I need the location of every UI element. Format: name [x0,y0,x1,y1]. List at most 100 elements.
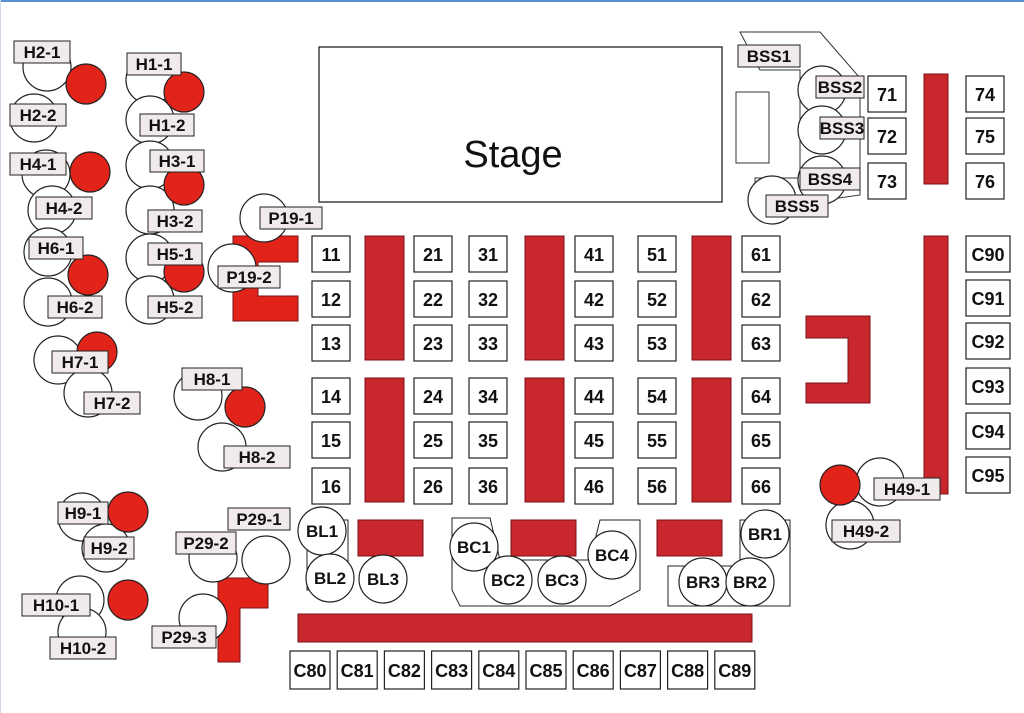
seat-bc-0-circle [449,522,499,572]
table-col4-4-label: 45 [584,431,604,451]
table-col1-2-label: 13 [321,334,341,354]
table-col2-2-label: 23 [423,334,443,354]
seat-br-2-label: BR2 [733,573,767,592]
table-col3-3-box [468,377,508,415]
right-tag-0-label: BSS1 [747,47,791,66]
table-col2-2-box [413,324,453,362]
left-tag-9-box [147,209,203,233]
right-tag-5-box [873,477,941,501]
right-tag-1-label: BSS2 [818,78,862,97]
table-col4-0-box [574,235,614,273]
red-c-shape-right [805,315,871,404]
table-right-top-1-box [867,117,907,155]
left-tag-21-box [217,265,281,289]
left-tag-8-label: H3-1 [159,152,196,171]
left-tag-19-label: H10-2 [60,639,106,658]
red-bar-right-long [923,235,949,495]
stage [318,46,723,203]
red-block-bottom-0 [357,519,424,557]
seat-bc-3-label: BC4 [595,546,630,565]
table-col6-0-label: 61 [751,245,771,265]
table-col2-5-label: 26 [423,477,443,497]
table-c8-9-box [714,650,756,690]
table-right-top-4-box [965,117,1005,155]
table-c8-5-label: C85 [529,661,562,681]
seat-bc-1-label: BC2 [491,571,525,590]
seat-bl-1-circle [305,553,355,603]
table-c9-2-label: C92 [971,332,1004,352]
red-bar-bottom-0 [364,377,405,503]
left-tag-12-box [51,350,109,374]
table-col6-1-label: 62 [751,290,771,310]
table-col2-3-label: 24 [423,387,443,407]
table-c8-1-label: C81 [341,661,374,681]
left-tag-7-box [139,113,195,137]
table-col5-3-label: 54 [647,387,667,407]
seat-bc-1-circle [483,555,533,605]
seat-bl-2-circle [358,554,408,604]
table-col1-5-box [311,467,351,505]
table-col6-5-box [741,467,781,505]
table-right-top-3-box [965,75,1005,113]
left-tag-0-label: H2-1 [24,43,61,62]
red-bar-bottom-2 [691,377,732,503]
table-col1-3-box [311,377,351,415]
table-col5-5-label: 56 [647,477,667,497]
top-border [0,0,1024,2]
table-col3-5-label: 36 [478,477,498,497]
left-tag-13-box [83,391,141,415]
left-tag-22-box [227,507,291,531]
table-c8-2-label: C82 [388,661,421,681]
table-c9-3-label: C93 [971,377,1004,397]
table-col2-3-box [413,377,453,415]
right-tag-2-box [819,116,865,140]
left-tag-5-label: H6-2 [57,298,94,317]
table-c8-4-label: C84 [482,661,515,681]
table-col4-5-label: 46 [584,477,604,497]
table-col4-3-box [574,377,614,415]
table-col3-0-label: 31 [478,245,498,265]
seat-br-0-circle [740,509,790,559]
right-tag-2-label: BSS3 [820,119,864,138]
table-c8-3-label: C83 [435,661,468,681]
left-tag-11-box [147,295,203,319]
table-c8-3-box [431,650,473,690]
seat-red-circle-9 [107,579,149,621]
seat-bc-2-circle [537,555,587,605]
table-col4-1-box [574,280,614,318]
table-c8-9-label: C89 [718,661,751,681]
table-col4-4-box [574,421,614,459]
left-tag-18-box [21,593,91,617]
table-right-top-1-label: 72 [877,127,897,147]
left-tag-18-label: H10-1 [33,596,79,615]
table-col5-4-label: 55 [647,431,667,451]
table-right-top-5-box [965,162,1005,200]
red-bar-top-0 [364,235,405,361]
table-c8-2-box [383,650,425,690]
left-tag-2-box [9,152,67,176]
table-col2-0-label: 21 [423,245,443,265]
seat-bl-1-label: BL2 [314,569,346,588]
seat-red-circle-4 [67,254,109,296]
left-tag-10-box [147,242,203,266]
table-col3-1-label: 32 [478,290,498,310]
seat-bc-2-label: BC3 [545,571,579,590]
table-col1-3-label: 14 [321,387,341,407]
table-col4-2-label: 43 [584,334,604,354]
left-tag-19-box [49,636,117,660]
table-col4-5-box [574,467,614,505]
left-tag-20-box [259,206,323,230]
red-block-bottom-2 [656,519,723,557]
table-col6-2-label: 63 [751,334,771,354]
table-col1-0-label: 11 [321,245,340,265]
table-col3-2-label: 33 [478,334,498,354]
left-tag-15-box [223,445,291,469]
left-tag-3-box [35,196,93,220]
table-col2-1-box [413,280,453,318]
table-c9-1-box [965,279,1011,317]
red-bar-top-1 [524,235,565,361]
stage-label: Stage [463,134,562,176]
table-col5-3-box [637,377,677,415]
table-right-top-0-label: 71 [877,85,897,105]
table-c9-5-box [965,456,1011,494]
